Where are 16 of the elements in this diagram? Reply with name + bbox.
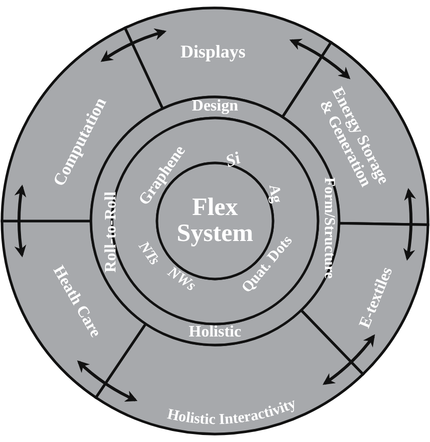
ring-label: Roll-to-Roll: [104, 192, 120, 272]
double-arrow: [402, 188, 416, 261]
double-arrow: [289, 39, 350, 80]
ring-label: Si: [223, 149, 243, 171]
double-arrow: [322, 334, 376, 385]
ring-label: Holistic: [188, 324, 242, 342]
sector-label: Holistic Interactivity: [166, 396, 298, 428]
ring-label: Design: [192, 98, 238, 116]
ring-label: NTs: [134, 239, 162, 269]
center-label: Flex System: [176, 194, 254, 248]
sector-label: Displays: [180, 42, 246, 62]
double-arrow: [100, 28, 167, 62]
ring-label: Ag: [264, 184, 284, 204]
double-arrow: [77, 360, 138, 402]
double-arrow: [14, 184, 27, 258]
ring-label: NWs: [164, 264, 198, 296]
